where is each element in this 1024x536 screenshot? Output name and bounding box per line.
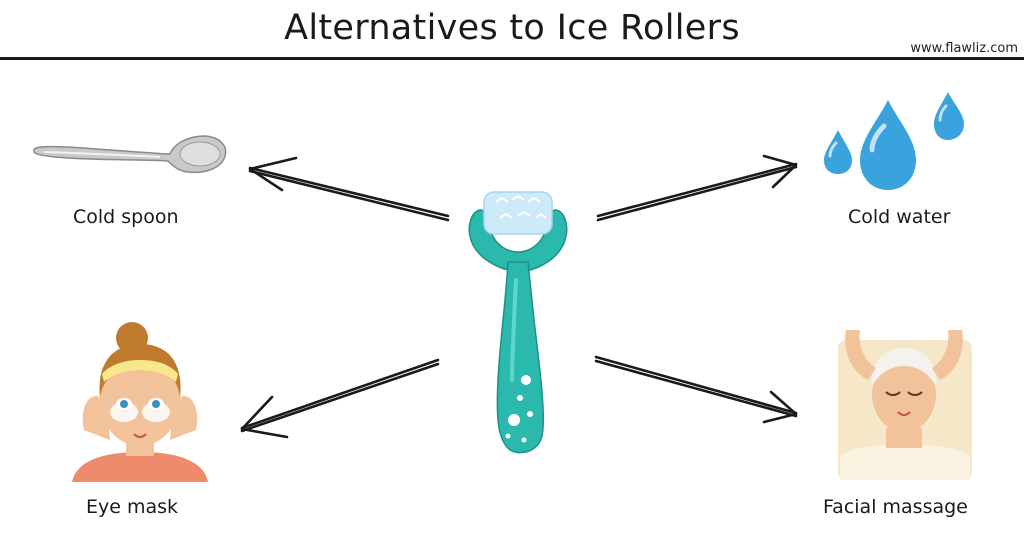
ice-roller-icon bbox=[468, 191, 568, 454]
arrow-to-facial-massage bbox=[594, 355, 798, 424]
spoon-icon bbox=[33, 135, 227, 174]
arrow-to-eye-mask bbox=[240, 358, 440, 439]
water-drops-icon bbox=[824, 92, 964, 190]
eye-mask-woman-icon bbox=[72, 322, 208, 482]
arrows bbox=[240, 154, 798, 439]
label-eye-mask: Eye mask bbox=[86, 496, 179, 518]
arrow-to-water bbox=[596, 154, 798, 222]
label-cold-spoon: Cold spoon bbox=[73, 206, 179, 228]
page-title: Alternatives to Ice Rollers bbox=[284, 8, 740, 48]
label-facial-massage: Facial massage bbox=[823, 496, 968, 518]
website-url: www.flawliz.com bbox=[910, 41, 1018, 56]
arrow-to-spoon bbox=[248, 156, 450, 222]
label-cold-water: Cold water bbox=[848, 206, 951, 228]
facial-massage-icon bbox=[838, 330, 972, 480]
title-divider bbox=[0, 57, 1024, 60]
